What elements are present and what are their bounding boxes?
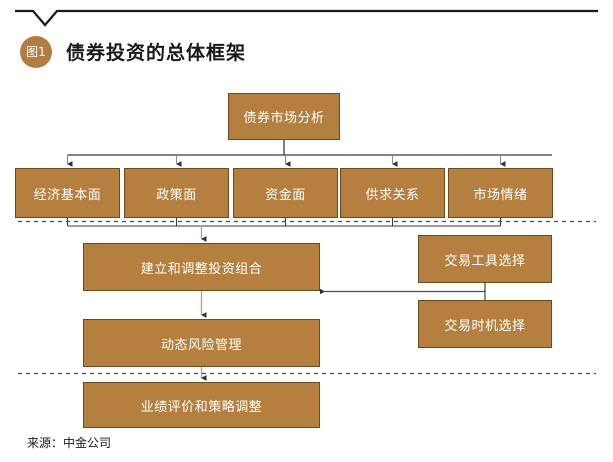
node-build-adjust-portfolio[interactable]: 建立和调整投资组合	[83, 243, 320, 291]
page-title: 债券投资的总体框架	[66, 42, 247, 64]
node-bond-market-analysis[interactable]: 债券市场分析	[228, 93, 340, 140]
node-trading-timing-selection[interactable]: 交易时机选择	[418, 300, 552, 348]
edge-factors-portfolio	[66, 218, 502, 227]
node-market-sentiment[interactable]: 市场情绪	[448, 168, 553, 218]
node-supply-demand[interactable]: 供求关系	[340, 168, 445, 218]
node-performance-review-strategy-adjustment[interactable]: 业绩评价和策略调整	[83, 382, 320, 428]
node-dynamic-risk-management[interactable]: 动态风险管理	[83, 319, 320, 367]
node-trading-instrument-selection[interactable]: 交易工具选择	[418, 235, 552, 283]
node-economic-fundamentals[interactable]: 经济基本面	[15, 168, 120, 218]
node-liquidity[interactable]: 资金面	[233, 168, 338, 218]
edge-root-bus	[67, 139, 552, 156]
edge-trading-portfolio	[319, 283, 486, 300]
source-note: 来源：中金公司	[27, 436, 112, 450]
header-rule-icon	[15, 9, 598, 27]
node-policy[interactable]: 政策面	[124, 168, 229, 218]
edge-bus-factors	[66, 155, 506, 167]
figure-badge: 图1	[20, 36, 52, 68]
